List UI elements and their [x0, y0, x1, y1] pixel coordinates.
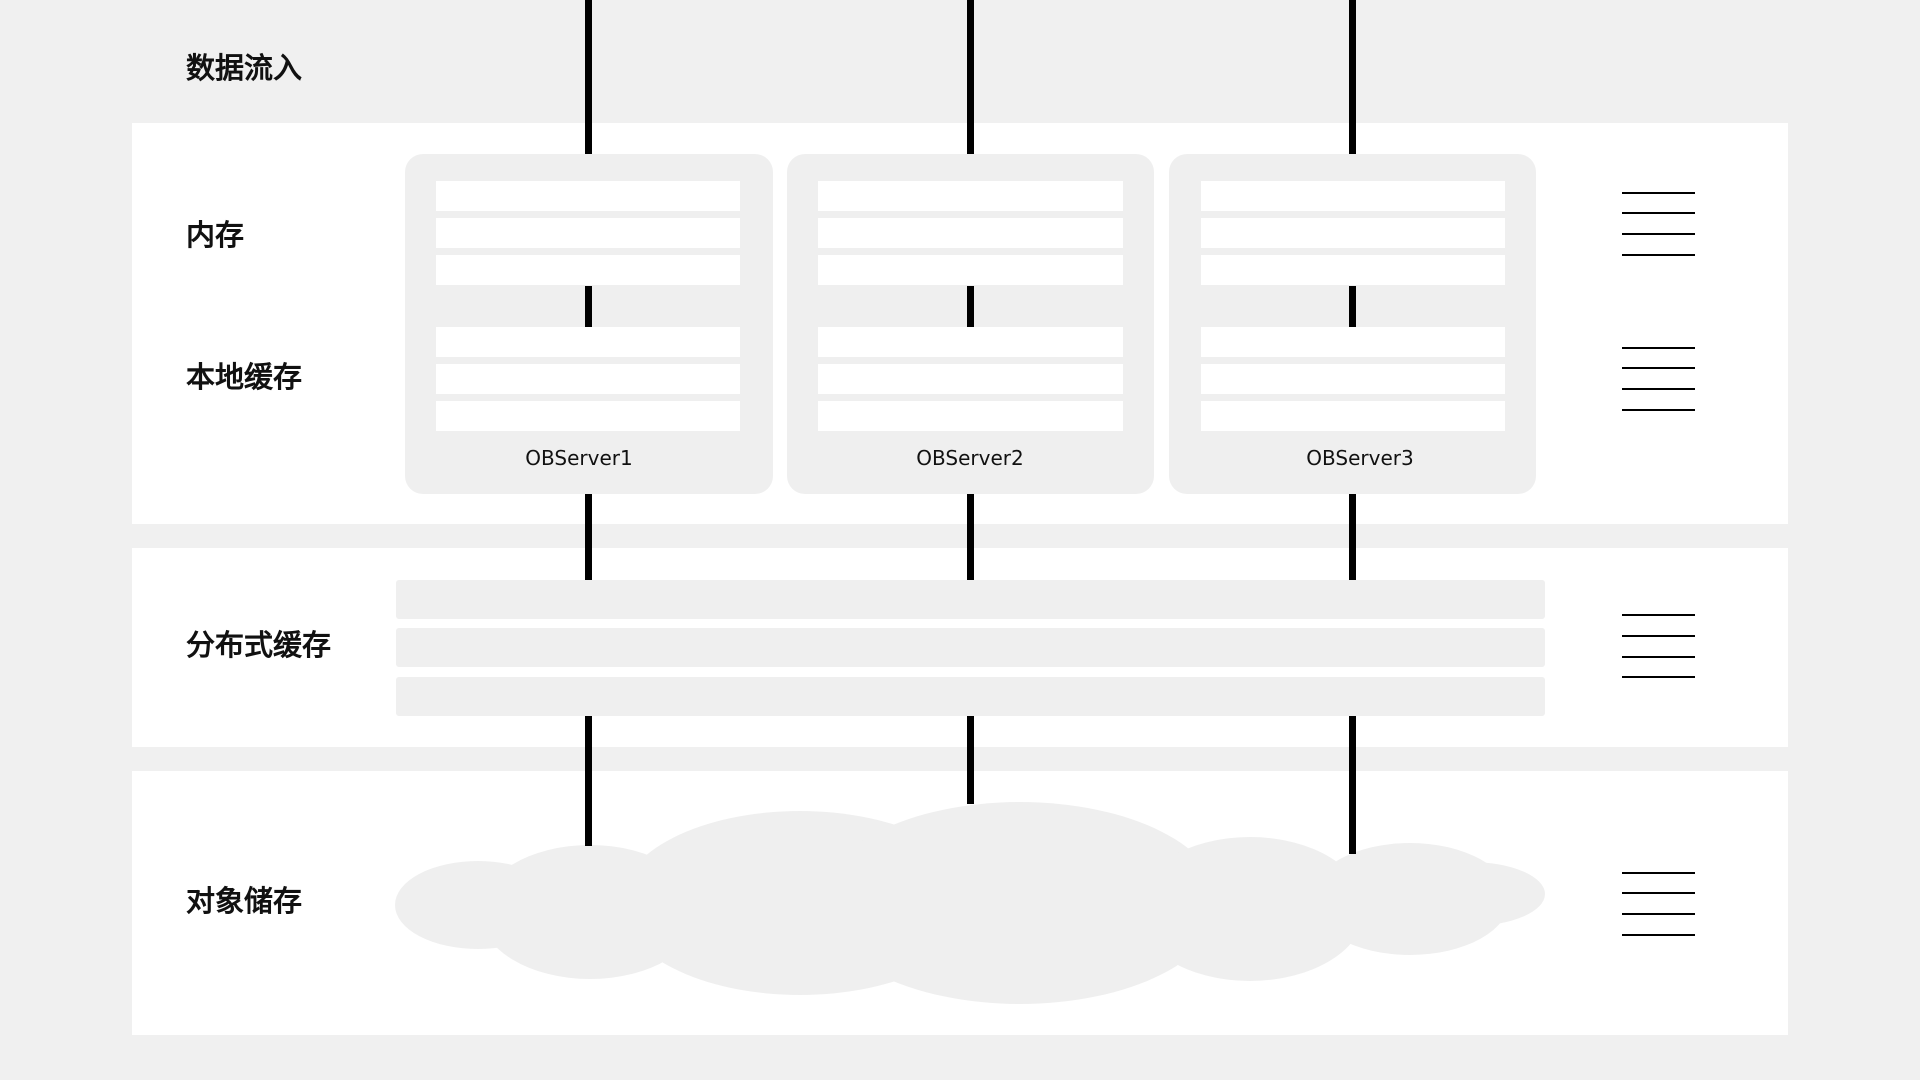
label-data-inflow: 数据流入	[186, 51, 303, 85]
band-object-storage	[132, 771, 1788, 1035]
server-name-3: OBServer3	[1306, 446, 1414, 470]
label-local-cache: 本地缓存	[186, 360, 303, 394]
band-distributed-cache	[132, 548, 1788, 747]
server-name-2: OBServer2	[916, 446, 1024, 470]
label-memory: 内存	[186, 218, 245, 252]
server-name-1: OBServer1	[525, 446, 633, 470]
label-distributed-cache: 分布式缓存	[186, 628, 332, 662]
label-object-storage: 对象储存	[186, 884, 303, 918]
